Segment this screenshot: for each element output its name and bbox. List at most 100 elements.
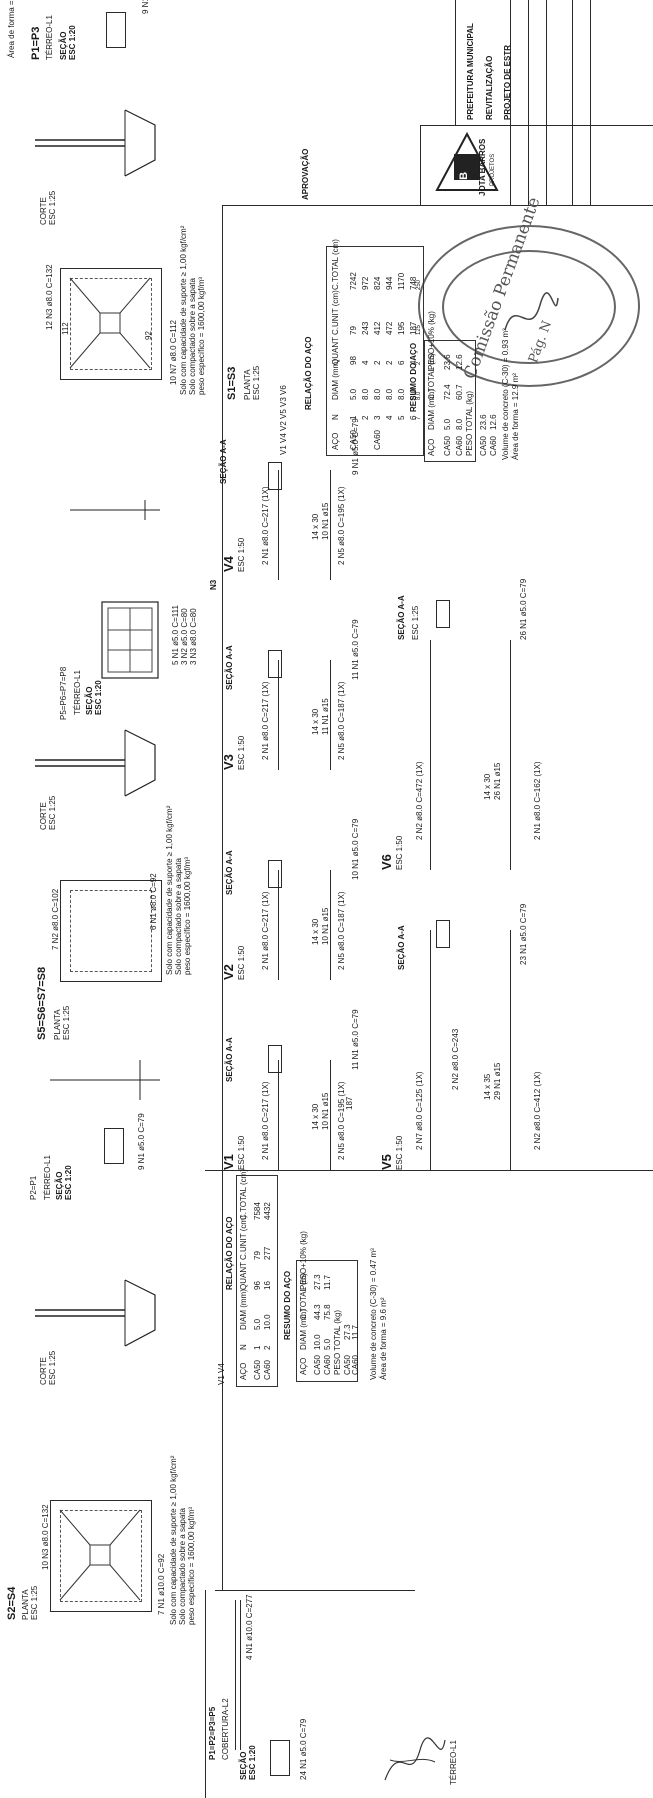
p1-section-box bbox=[270, 1740, 290, 1776]
th-aco: AÇO bbox=[331, 432, 340, 450]
p5-column-section bbox=[101, 601, 159, 679]
sec-bar-5: 26 N1 ø5.0 C=79 bbox=[519, 578, 528, 640]
s2-footing-diagonals bbox=[59, 1509, 141, 1601]
total1-aco-right: CA50 bbox=[479, 435, 488, 456]
corte-label-3: CORTE ESC 1:25 bbox=[39, 1350, 57, 1385]
lth-quant: QUANT bbox=[239, 1262, 248, 1290]
v6-secao: SEÇÃO A-A bbox=[397, 595, 406, 640]
rr2-ctotal: 60.7 bbox=[455, 384, 464, 400]
v3-sec-box bbox=[268, 650, 282, 678]
v2-bar-bot: 2 N5 ø8.0 C=187 (1X) bbox=[337, 891, 346, 970]
v5-bar-top: 2 N7 ø8.0 C=125 (1X) bbox=[415, 1071, 424, 1150]
s5-footing-outline bbox=[60, 880, 162, 982]
corte-label-2: CORTE ESC 1:25 bbox=[39, 795, 57, 830]
ltr1-quant: 96 bbox=[253, 1281, 262, 1290]
p2-terreo: TÉRREO-L1 bbox=[43, 1155, 52, 1200]
tr7-cunit: 125 bbox=[416, 324, 422, 335]
s1-footing-outline bbox=[60, 268, 162, 380]
bottom-divider bbox=[205, 1590, 206, 1798]
lrr2-ctotal: 75.8 bbox=[323, 1304, 332, 1320]
s5-title: S5=S6=S7=S8 bbox=[36, 966, 48, 1040]
v1-dim: 187 bbox=[345, 1096, 354, 1110]
ltr2-diam: 10.0 bbox=[263, 1314, 272, 1330]
tr5-diam: 8.0 bbox=[397, 388, 406, 400]
v1-title: V1 bbox=[221, 1154, 236, 1170]
section-divider bbox=[222, 205, 223, 1590]
tr2-quant: 4 bbox=[361, 360, 370, 365]
s1-note: Solo com capacidade de suporte ≥ 1,00 kg… bbox=[179, 225, 206, 395]
title-block-border bbox=[222, 205, 653, 206]
p1-p5-title: P1=P2=P3=P5 bbox=[208, 1706, 217, 1760]
tr1-ctotal: 7242 bbox=[349, 272, 358, 290]
tr1-cunit: 79 bbox=[349, 326, 358, 335]
v4-beam-line bbox=[330, 470, 331, 580]
lth-n: N bbox=[239, 1344, 248, 1350]
tr2-cunit: 243 bbox=[361, 321, 370, 335]
footing-elevation-2 bbox=[35, 729, 156, 797]
v6-beam-line bbox=[430, 640, 431, 870]
steel-table-left bbox=[236, 1175, 278, 1387]
v3-bar-top: 2 N1 ø8.0 C=217 (1X) bbox=[261, 681, 270, 760]
lrr2-diam: 5.0 bbox=[323, 1338, 332, 1350]
column-line bbox=[240, 1600, 241, 1750]
cobertura-label: COBERTURA-L2 bbox=[221, 1698, 230, 1760]
relacao-title-right: RELAÇÃO DO AÇO bbox=[304, 336, 313, 410]
official-stamp-inner bbox=[442, 250, 616, 364]
bottom-divider bbox=[215, 1590, 415, 1591]
p1-secao: SEÇÃO ESC 1:20 bbox=[239, 1745, 257, 1780]
v6-stirrups: 26 N1 ø15 bbox=[493, 762, 502, 800]
firm-sub: PROJETOS bbox=[490, 153, 496, 186]
rr1-peso: 23.6 bbox=[443, 354, 452, 370]
v2-section: 14 x 30 bbox=[311, 918, 320, 945]
th-quant: QUANT bbox=[331, 337, 340, 365]
rr1-aco: CA50 bbox=[443, 435, 452, 456]
s2-note: Solo com capacidade de suporte ≥ 1,00 kg… bbox=[169, 1455, 196, 1625]
p2-bars: 9 N1 ø5.0 C=79 bbox=[137, 1113, 146, 1170]
ltr1-aco: CA50 bbox=[253, 1359, 262, 1380]
s1-bar-top: 12 N3 ø8.0 C=132 bbox=[45, 264, 54, 330]
v1-bar-top: 2 N1 ø8.0 C=217 (1X) bbox=[261, 1081, 270, 1160]
v5-sec-box bbox=[436, 920, 450, 948]
p5-title: P5=P6=P7=P8 bbox=[59, 666, 68, 720]
v6-bar-bot: 2 N1 ø8.0 C=162 (1X) bbox=[533, 761, 542, 840]
lth-cunit: C.UNIT (cm) bbox=[239, 1215, 248, 1260]
section-box bbox=[106, 12, 126, 48]
ltr1-diam: 5.0 bbox=[253, 1318, 262, 1330]
tr2-diam: 8.0 bbox=[361, 388, 370, 400]
tr3-aco: CA60 bbox=[373, 429, 382, 450]
peso-total-right: PESO TOTAL (kg) bbox=[465, 390, 474, 456]
v3-beam-line bbox=[278, 660, 279, 770]
v4-beam-line bbox=[278, 470, 279, 580]
s1-s3-title: S1=S3 bbox=[226, 366, 238, 400]
v5-bar-bot: 2 N2 ø8.0 C=412 (1X) bbox=[533, 1071, 542, 1150]
area-forma-label: Área de forma = bbox=[7, 0, 16, 58]
total2-aco-right: CA60 bbox=[489, 435, 498, 456]
relacao-title-left: RELAÇÃO DO AÇO bbox=[225, 1216, 234, 1290]
s2-title: S2=S4 bbox=[6, 1586, 18, 1620]
stamp-signature bbox=[504, 292, 559, 331]
column-line bbox=[235, 1600, 236, 1750]
s1-dim-112: 112 bbox=[61, 322, 70, 335]
tr1-diam: 5.0 bbox=[349, 388, 358, 400]
v2-secao: SEÇÃO A-A bbox=[225, 850, 234, 895]
v1-secao: SEÇÃO A-A bbox=[225, 1037, 234, 1082]
tr3-diam: 8.0 bbox=[373, 388, 382, 400]
v4-secao: SEÇÃO A-A bbox=[219, 439, 228, 484]
rh-aco: AÇO bbox=[427, 438, 436, 456]
s5-bar-2: 6 N1 ø8.0 C=92 bbox=[149, 873, 158, 930]
tr1-aco: CA50 bbox=[349, 429, 358, 450]
v3-stirrups: 11 N1 ø15 bbox=[321, 698, 330, 735]
v4-bar-bot: 2 N5 ø8.0 C=195 (1X) bbox=[337, 486, 346, 565]
v4-scale: ESC 1:50 bbox=[237, 537, 246, 572]
lrr2-peso: 11.7 bbox=[323, 1275, 332, 1290]
dim-label: 9 N1 bbox=[141, 0, 150, 14]
area-right: Área de forma = 12.9 m² bbox=[511, 373, 520, 460]
total1-val-right: 23.6 bbox=[479, 414, 488, 430]
v5-title: V5 bbox=[379, 1154, 394, 1170]
p5-bars: 5 N1 ø5.0 C=111 3 N2 ø5.0 C=80 3 N3 ø8.0… bbox=[171, 605, 198, 665]
tr5-n: 5 bbox=[397, 415, 406, 420]
v1-section: 14 x 30 bbox=[311, 1103, 320, 1130]
tr2-ctotal: 972 bbox=[361, 276, 370, 290]
v3-beam-line bbox=[330, 660, 331, 770]
bottom-bar: 4 N1 ø10.0 C=277 bbox=[245, 1594, 254, 1660]
